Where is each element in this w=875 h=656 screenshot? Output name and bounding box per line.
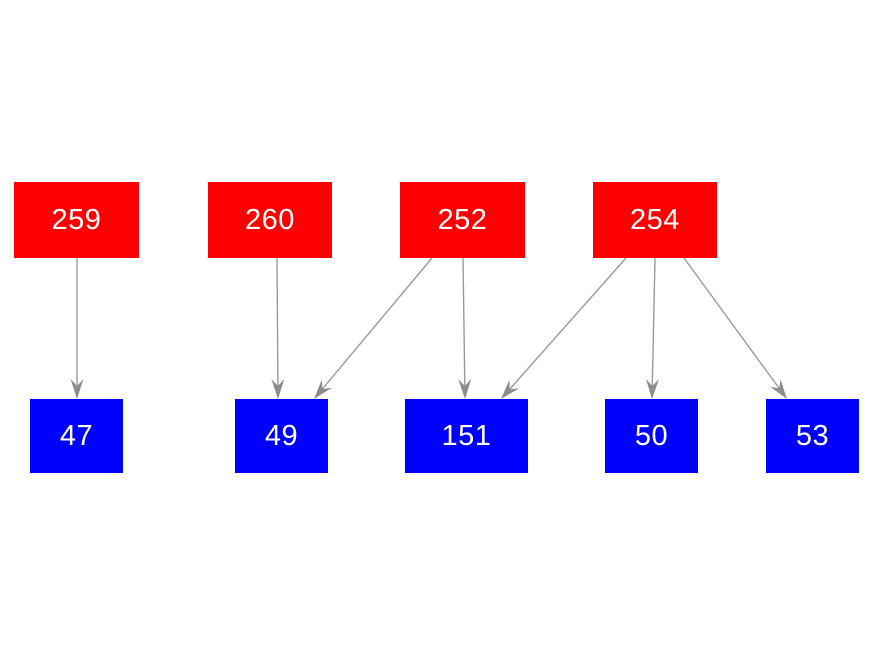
- arrowhead-icon: [458, 378, 472, 399]
- node-260: 260: [208, 182, 332, 258]
- node-50: 50: [605, 399, 698, 473]
- node-label: 259: [51, 203, 102, 236]
- node-label: 254: [630, 203, 680, 236]
- node-label: 50: [634, 419, 669, 452]
- edge-254-53: [683, 257, 780, 389]
- node-252: 252: [400, 182, 525, 258]
- arrowhead-icon: [314, 379, 332, 399]
- node-47: 47: [30, 399, 123, 473]
- edge-252-49: [321, 257, 433, 390]
- arrowhead-icon: [645, 378, 659, 399]
- node-label: 49: [264, 419, 299, 452]
- node-259: 259: [14, 182, 139, 258]
- edge-254-151: [509, 257, 627, 390]
- arrowhead-icon: [501, 379, 520, 399]
- node-label: 53: [795, 419, 830, 452]
- node-254: 254: [593, 182, 717, 258]
- node-49: 49: [235, 399, 328, 473]
- edge-260-49: [276, 257, 279, 387]
- edge-252-151: [462, 257, 466, 387]
- node-label: 252: [437, 203, 488, 236]
- node-151: 151: [405, 399, 528, 473]
- edge-254-50: [651, 257, 656, 387]
- arrowhead-icon: [271, 378, 285, 399]
- node-label: 260: [245, 203, 295, 236]
- arrowhead-icon: [70, 379, 84, 399]
- arrowhead-icon: [769, 379, 787, 399]
- node-label: 47: [59, 419, 94, 452]
- node-53: 53: [766, 399, 859, 473]
- node-label: 151: [441, 419, 492, 452]
